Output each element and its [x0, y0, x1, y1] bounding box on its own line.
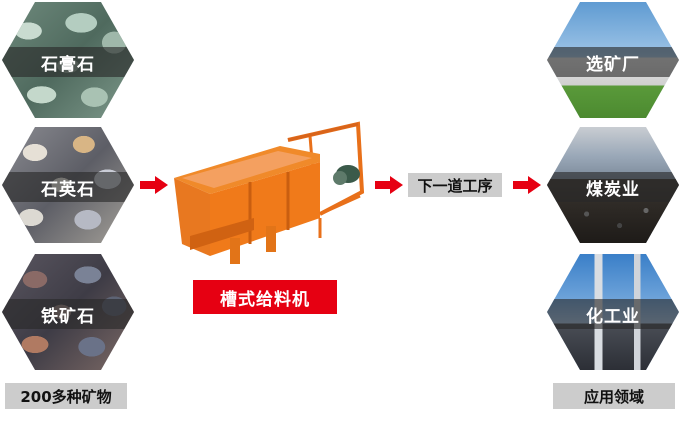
applications-caption: 应用领域 — [553, 383, 675, 409]
material-gypsum-tile: 石膏石 — [2, 2, 134, 118]
material-gypsum-label: 石膏石 — [2, 47, 134, 77]
application-beneficiation-plant-tile: 选矿厂 — [547, 2, 679, 118]
material-quartz-label: 石英石 — [2, 172, 134, 202]
materials-caption: 200多种矿物 — [5, 383, 127, 409]
right-arrow-icon — [375, 176, 403, 194]
application-chemical-industry-tile: 化工业 — [547, 254, 679, 370]
application-coal-industry-label: 煤炭业 — [547, 172, 679, 202]
material-iron-ore-label: 铁矿石 — [2, 299, 134, 329]
material-iron-ore-tile: 铁矿石 — [2, 254, 134, 370]
application-coal-industry-tile: 煤炭业 — [547, 127, 679, 243]
machine-label: 槽式给料机 — [193, 280, 337, 314]
right-arrow-icon — [513, 176, 541, 194]
right-arrow-icon — [140, 176, 168, 194]
trough-feeder-image — [174, 121, 365, 264]
application-chemical-industry-label: 化工业 — [547, 299, 679, 329]
material-quartz-tile: 石英石 — [2, 127, 134, 243]
next-step-label: 下一道工序 — [408, 173, 502, 197]
application-beneficiation-plant-label: 选矿厂 — [547, 47, 679, 77]
